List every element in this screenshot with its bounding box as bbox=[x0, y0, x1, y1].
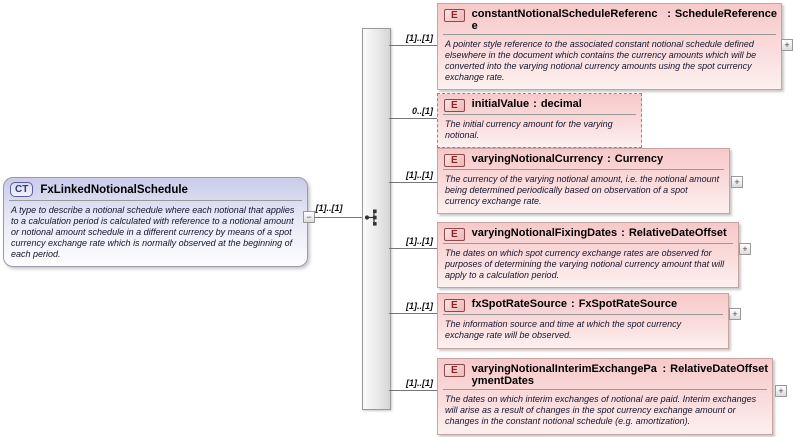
element-type: ScheduleReference bbox=[674, 8, 777, 20]
connector-line bbox=[389, 182, 437, 183]
divider bbox=[443, 243, 733, 244]
element-type: Currency bbox=[614, 153, 664, 165]
expand-button[interactable]: + bbox=[775, 385, 787, 397]
cardinality-label: [1]..[1] bbox=[315, 203, 343, 213]
element-name: constantNotionalScheduleReference bbox=[471, 8, 658, 32]
cardinality-label: [1]..[1] bbox=[406, 301, 433, 311]
element-type: decimal bbox=[540, 98, 582, 110]
connector-line bbox=[389, 248, 437, 249]
element-icon: E bbox=[444, 228, 465, 241]
element-name: initialValue bbox=[471, 98, 530, 110]
cardinality-label: [1]..[1] bbox=[406, 236, 433, 246]
element-type: RelativeDateOffset bbox=[628, 227, 727, 239]
expand-button[interactable]: + bbox=[781, 39, 793, 51]
element-type: RelativeDateOffset bbox=[670, 363, 768, 375]
expand-button[interactable]: + bbox=[731, 176, 743, 188]
element-description: The currency of the varying notional amo… bbox=[445, 174, 720, 206]
type-separator: : bbox=[667, 8, 671, 20]
element-description: A pointer style reference to the associa… bbox=[445, 39, 757, 82]
type-separator: : bbox=[621, 227, 625, 239]
element-box[interactable]: E constantNotionalScheduleReference : Sc… bbox=[437, 3, 782, 90]
cardinality-label: 0..[1] bbox=[411, 106, 433, 116]
element-box[interactable]: E varyingNotionalInterimExchangePaymentD… bbox=[437, 358, 773, 435]
element-box[interactable]: E varyingNotionalFixingDates : RelativeD… bbox=[437, 222, 739, 288]
divider bbox=[443, 389, 767, 390]
expand-button[interactable]: + bbox=[729, 308, 741, 320]
type-separator: : bbox=[662, 363, 667, 375]
element-icon: E bbox=[444, 99, 465, 112]
element-name: varyingNotionalCurrency bbox=[471, 153, 604, 165]
connector-line bbox=[389, 45, 437, 46]
divider bbox=[443, 34, 776, 35]
connector-line bbox=[389, 118, 437, 119]
complex-type-icon: CT bbox=[10, 182, 34, 197]
element-icon: E bbox=[444, 9, 465, 22]
element-name: varyingNotionalInterimExchangePaymentDat… bbox=[471, 363, 657, 387]
element-description: The information source and time at which… bbox=[445, 319, 682, 340]
cardinality-label: [1]..[1] bbox=[406, 170, 433, 180]
complex-type-box: CT FxLinkedNotionalSchedule A type to de… bbox=[3, 177, 308, 267]
element-name: fxSpotRateSource bbox=[471, 298, 568, 310]
connector-line bbox=[314, 217, 362, 218]
cardinality-label: [1]..[1] bbox=[406, 33, 433, 43]
type-separator: : bbox=[533, 98, 537, 110]
element-box[interactable]: E initialValue : decimal The initial cur… bbox=[437, 93, 642, 148]
element-description: The dates on which spot currency exchang… bbox=[445, 248, 725, 280]
type-separator: : bbox=[571, 298, 575, 310]
element-icon: E bbox=[444, 299, 465, 312]
connector-line bbox=[389, 390, 437, 391]
element-box[interactable]: E fxSpotRateSource : FxSpotRateSource Th… bbox=[437, 293, 729, 349]
expand-button[interactable]: + bbox=[739, 243, 751, 255]
complex-type-name: FxLinkedNotionalSchedule bbox=[40, 183, 188, 196]
element-icon: E bbox=[444, 154, 465, 167]
element-description: The dates on which interim exchanges of … bbox=[445, 394, 757, 426]
sequence-icon bbox=[364, 209, 377, 226]
divider bbox=[443, 169, 724, 170]
type-separator: : bbox=[607, 153, 611, 165]
connector-line bbox=[389, 313, 437, 314]
element-type: FxSpotRateSource bbox=[578, 298, 678, 310]
divider bbox=[9, 200, 302, 201]
divider bbox=[443, 114, 636, 115]
element-box[interactable]: E varyingNotionalCurrency : Currency The… bbox=[437, 148, 730, 214]
complex-type-description: A type to describe a notional schedule w… bbox=[11, 205, 295, 259]
element-name: varyingNotionalFixingDates bbox=[471, 227, 618, 239]
divider bbox=[443, 314, 723, 315]
element-description: The initial currency amount for the vary… bbox=[445, 119, 613, 140]
cardinality-label: [1]..[1] bbox=[406, 378, 433, 388]
element-icon: E bbox=[444, 364, 465, 377]
